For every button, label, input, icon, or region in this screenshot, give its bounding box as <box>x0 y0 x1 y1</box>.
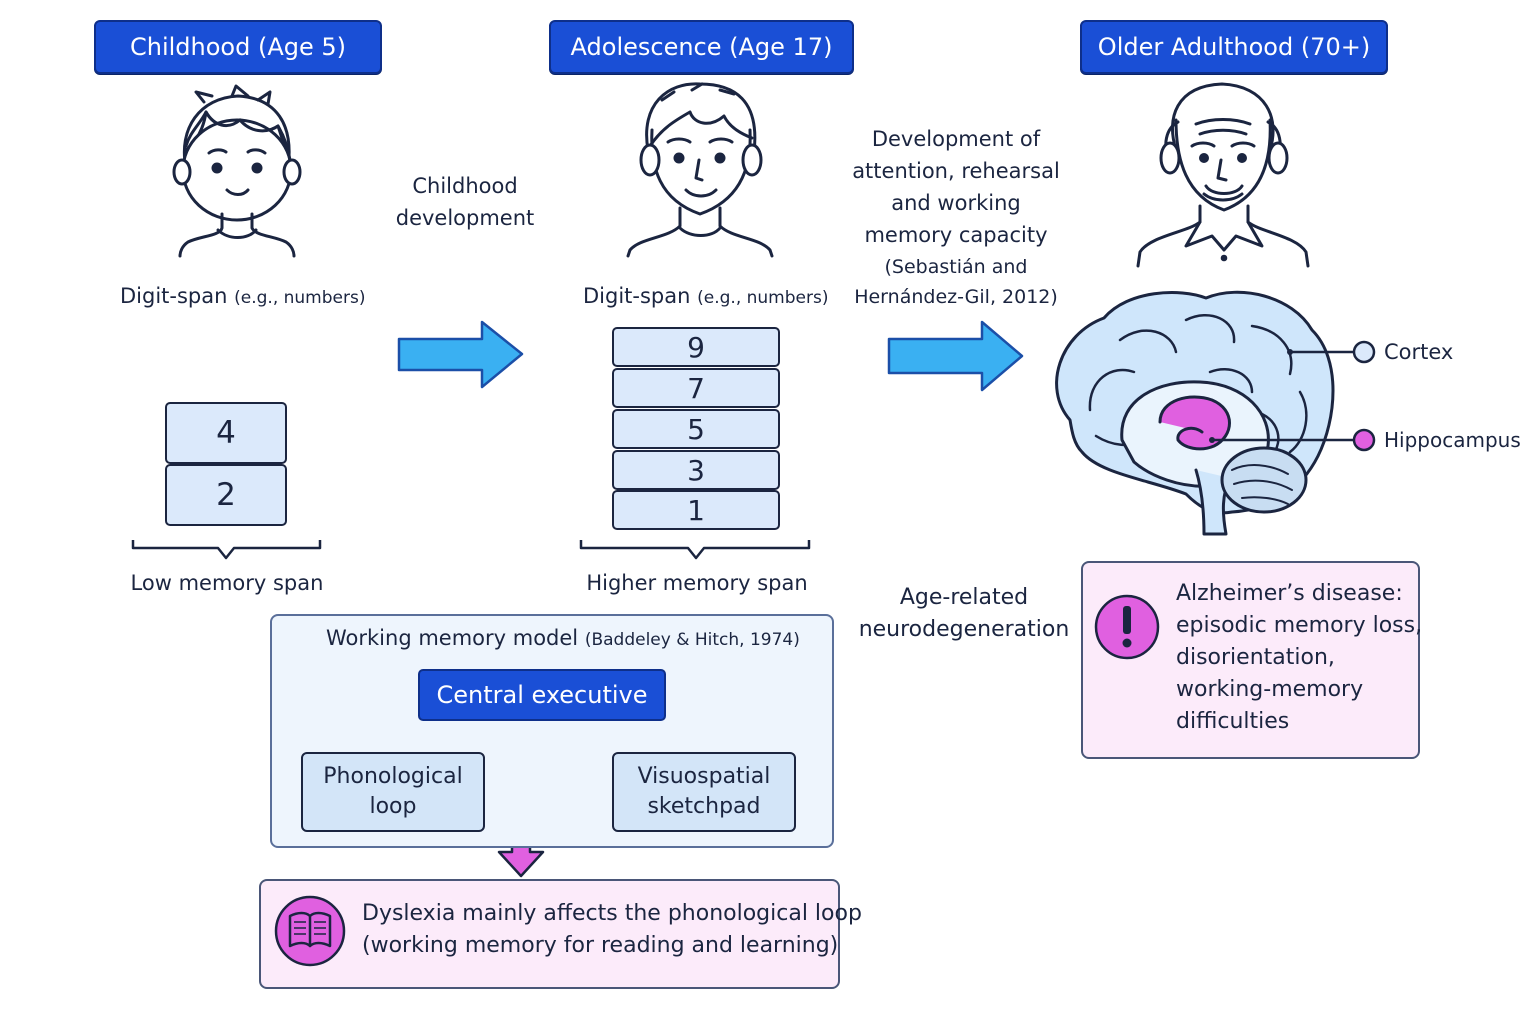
span-caption-adolescence: Higher memory span <box>586 571 808 595</box>
cortex-label: Cortex <box>1384 340 1454 364</box>
hippocampus-pin-dot <box>1209 437 1215 443</box>
digit-span-label-adolescence: Digit-span (e.g., numbers) <box>583 284 829 308</box>
central-executive-box: Central executive <box>418 669 666 721</box>
brain-icon <box>1055 290 1335 536</box>
arrow-right-icon <box>397 320 524 389</box>
digit-box: 5 <box>612 409 780 449</box>
brace-childhood <box>131 540 322 560</box>
cortex-marker <box>1352 340 1376 364</box>
dyslexia-panel <box>259 879 840 989</box>
alzheimers-text: Alzheimer’s disease: episodic memory los… <box>1176 581 1423 734</box>
digit-span-label-childhood: Digit-span (e.g., numbers) <box>120 284 366 308</box>
transition-label-development: Development of attention, rehearsal and … <box>852 127 1060 247</box>
transition-label-childhood-development: Childhood development <box>395 174 535 230</box>
stage-header-older-adulthood: Older Adulthood (70+) <box>1080 20 1388 74</box>
transition-citation: (Sebastián and Hernández-Gil, 2012) <box>854 256 1058 308</box>
alzheimers-panel <box>1081 561 1420 759</box>
span-caption-childhood: Low memory span <box>130 571 324 595</box>
cortex-pin-dot <box>1287 349 1293 355</box>
digit-box: 7 <box>612 368 780 408</box>
stage-header-childhood: Childhood (Age 5) <box>94 20 382 74</box>
digit-box: 9 <box>612 327 780 367</box>
elderly-face-icon <box>1136 82 1310 268</box>
hippocampus-marker <box>1352 428 1376 452</box>
digit-box: 1 <box>612 490 780 530</box>
stage-header-adolescence: Adolescence (Age 17) <box>549 20 854 74</box>
arrow-right-icon <box>887 320 1024 392</box>
digit-box: 3 <box>612 450 780 490</box>
working-memory-model-title: Working memory model (Baddeley & Hitch, … <box>326 626 800 650</box>
child-face-icon <box>172 84 302 258</box>
digit-box: 4 <box>165 402 287 464</box>
teen-face-icon <box>626 82 774 258</box>
dyslexia-text: Dyslexia mainly affects the phonological… <box>362 901 862 958</box>
digit-box: 2 <box>165 464 287 526</box>
brace-adolescence <box>579 540 811 560</box>
neurodegeneration-label: Age-related neurodegeneration <box>858 585 1070 642</box>
hippocampus-label: Hippocampus <box>1384 428 1521 452</box>
